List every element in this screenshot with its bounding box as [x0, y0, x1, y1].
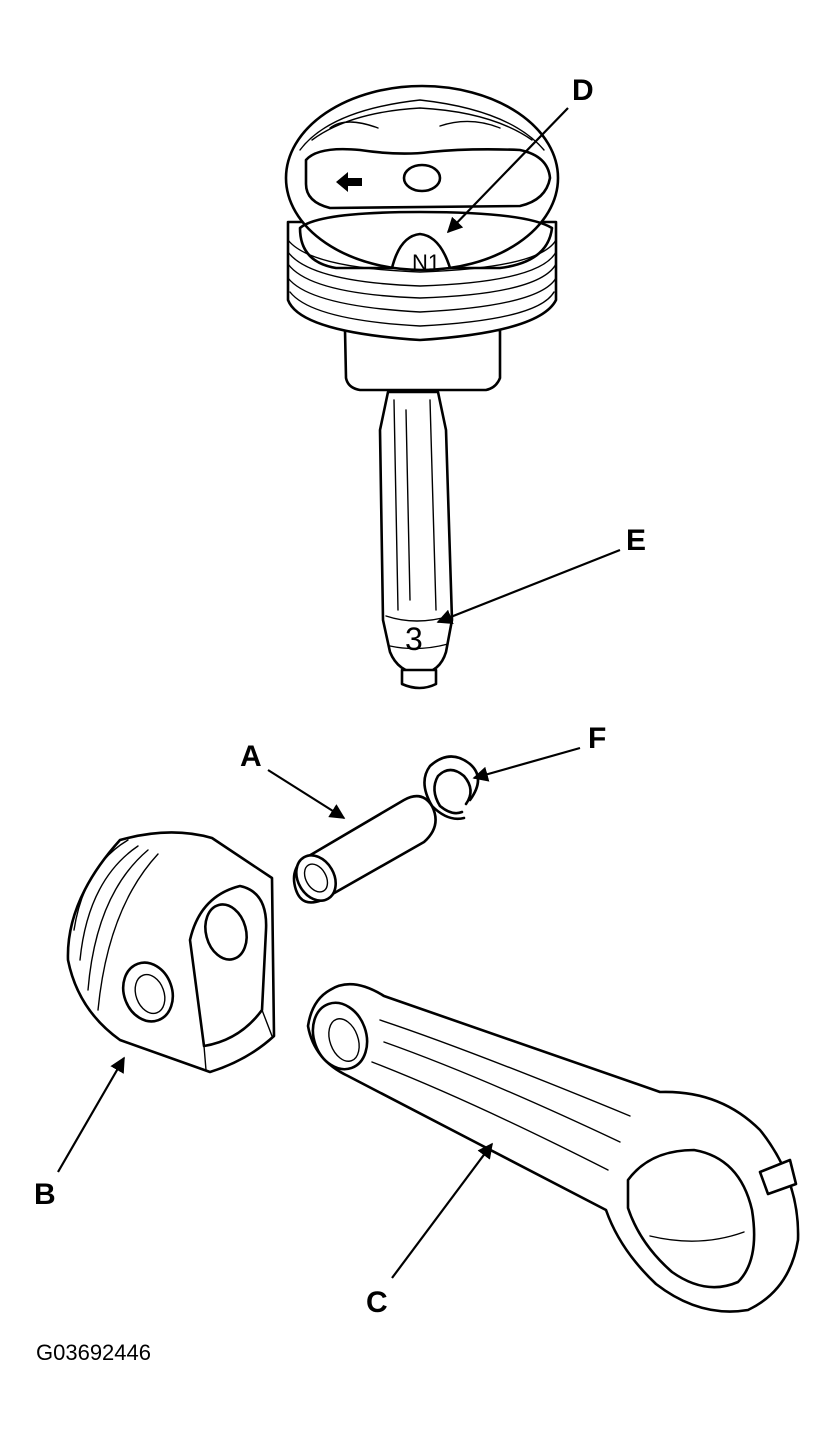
- callout-f: F: [588, 722, 606, 755]
- assembled-rod-shank: [378, 390, 454, 690]
- figure-id: G03692446: [36, 1340, 151, 1365]
- piston-pin: [292, 794, 437, 904]
- leader-b: [57, 1056, 125, 1173]
- callout-c: C: [366, 1286, 388, 1319]
- connecting-rod: [306, 982, 800, 1313]
- leader-c: [391, 1142, 493, 1279]
- callout-a: A: [240, 740, 262, 773]
- piston-crown-mark: N1: [412, 250, 440, 275]
- callout-b: B: [34, 1178, 56, 1211]
- leader-lines: [57, 107, 621, 1279]
- leader-e: [436, 548, 621, 625]
- rod-number-mark: 3: [405, 621, 423, 657]
- callout-e: E: [626, 524, 646, 557]
- assembled-piston: N1: [284, 84, 560, 690]
- leader-f: [472, 746, 581, 782]
- callout-d: D: [572, 74, 594, 107]
- left-arrow-icon: [336, 172, 362, 192]
- leader-d: [446, 107, 569, 234]
- piston: [66, 831, 276, 1074]
- leader-a: [267, 769, 346, 819]
